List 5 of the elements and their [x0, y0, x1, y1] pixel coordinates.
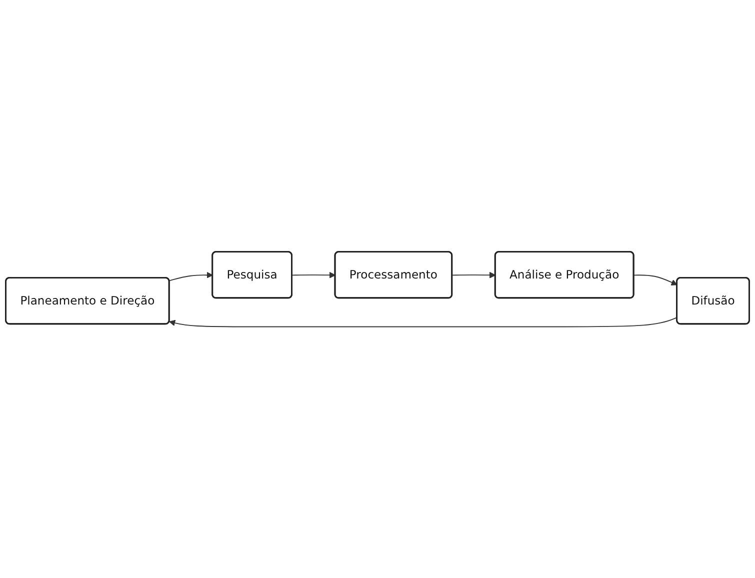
arrow [168, 272, 213, 281]
arrow [169, 316, 678, 327]
arrow [633, 274, 678, 286]
arrow [452, 272, 496, 278]
arrow [292, 272, 336, 278]
